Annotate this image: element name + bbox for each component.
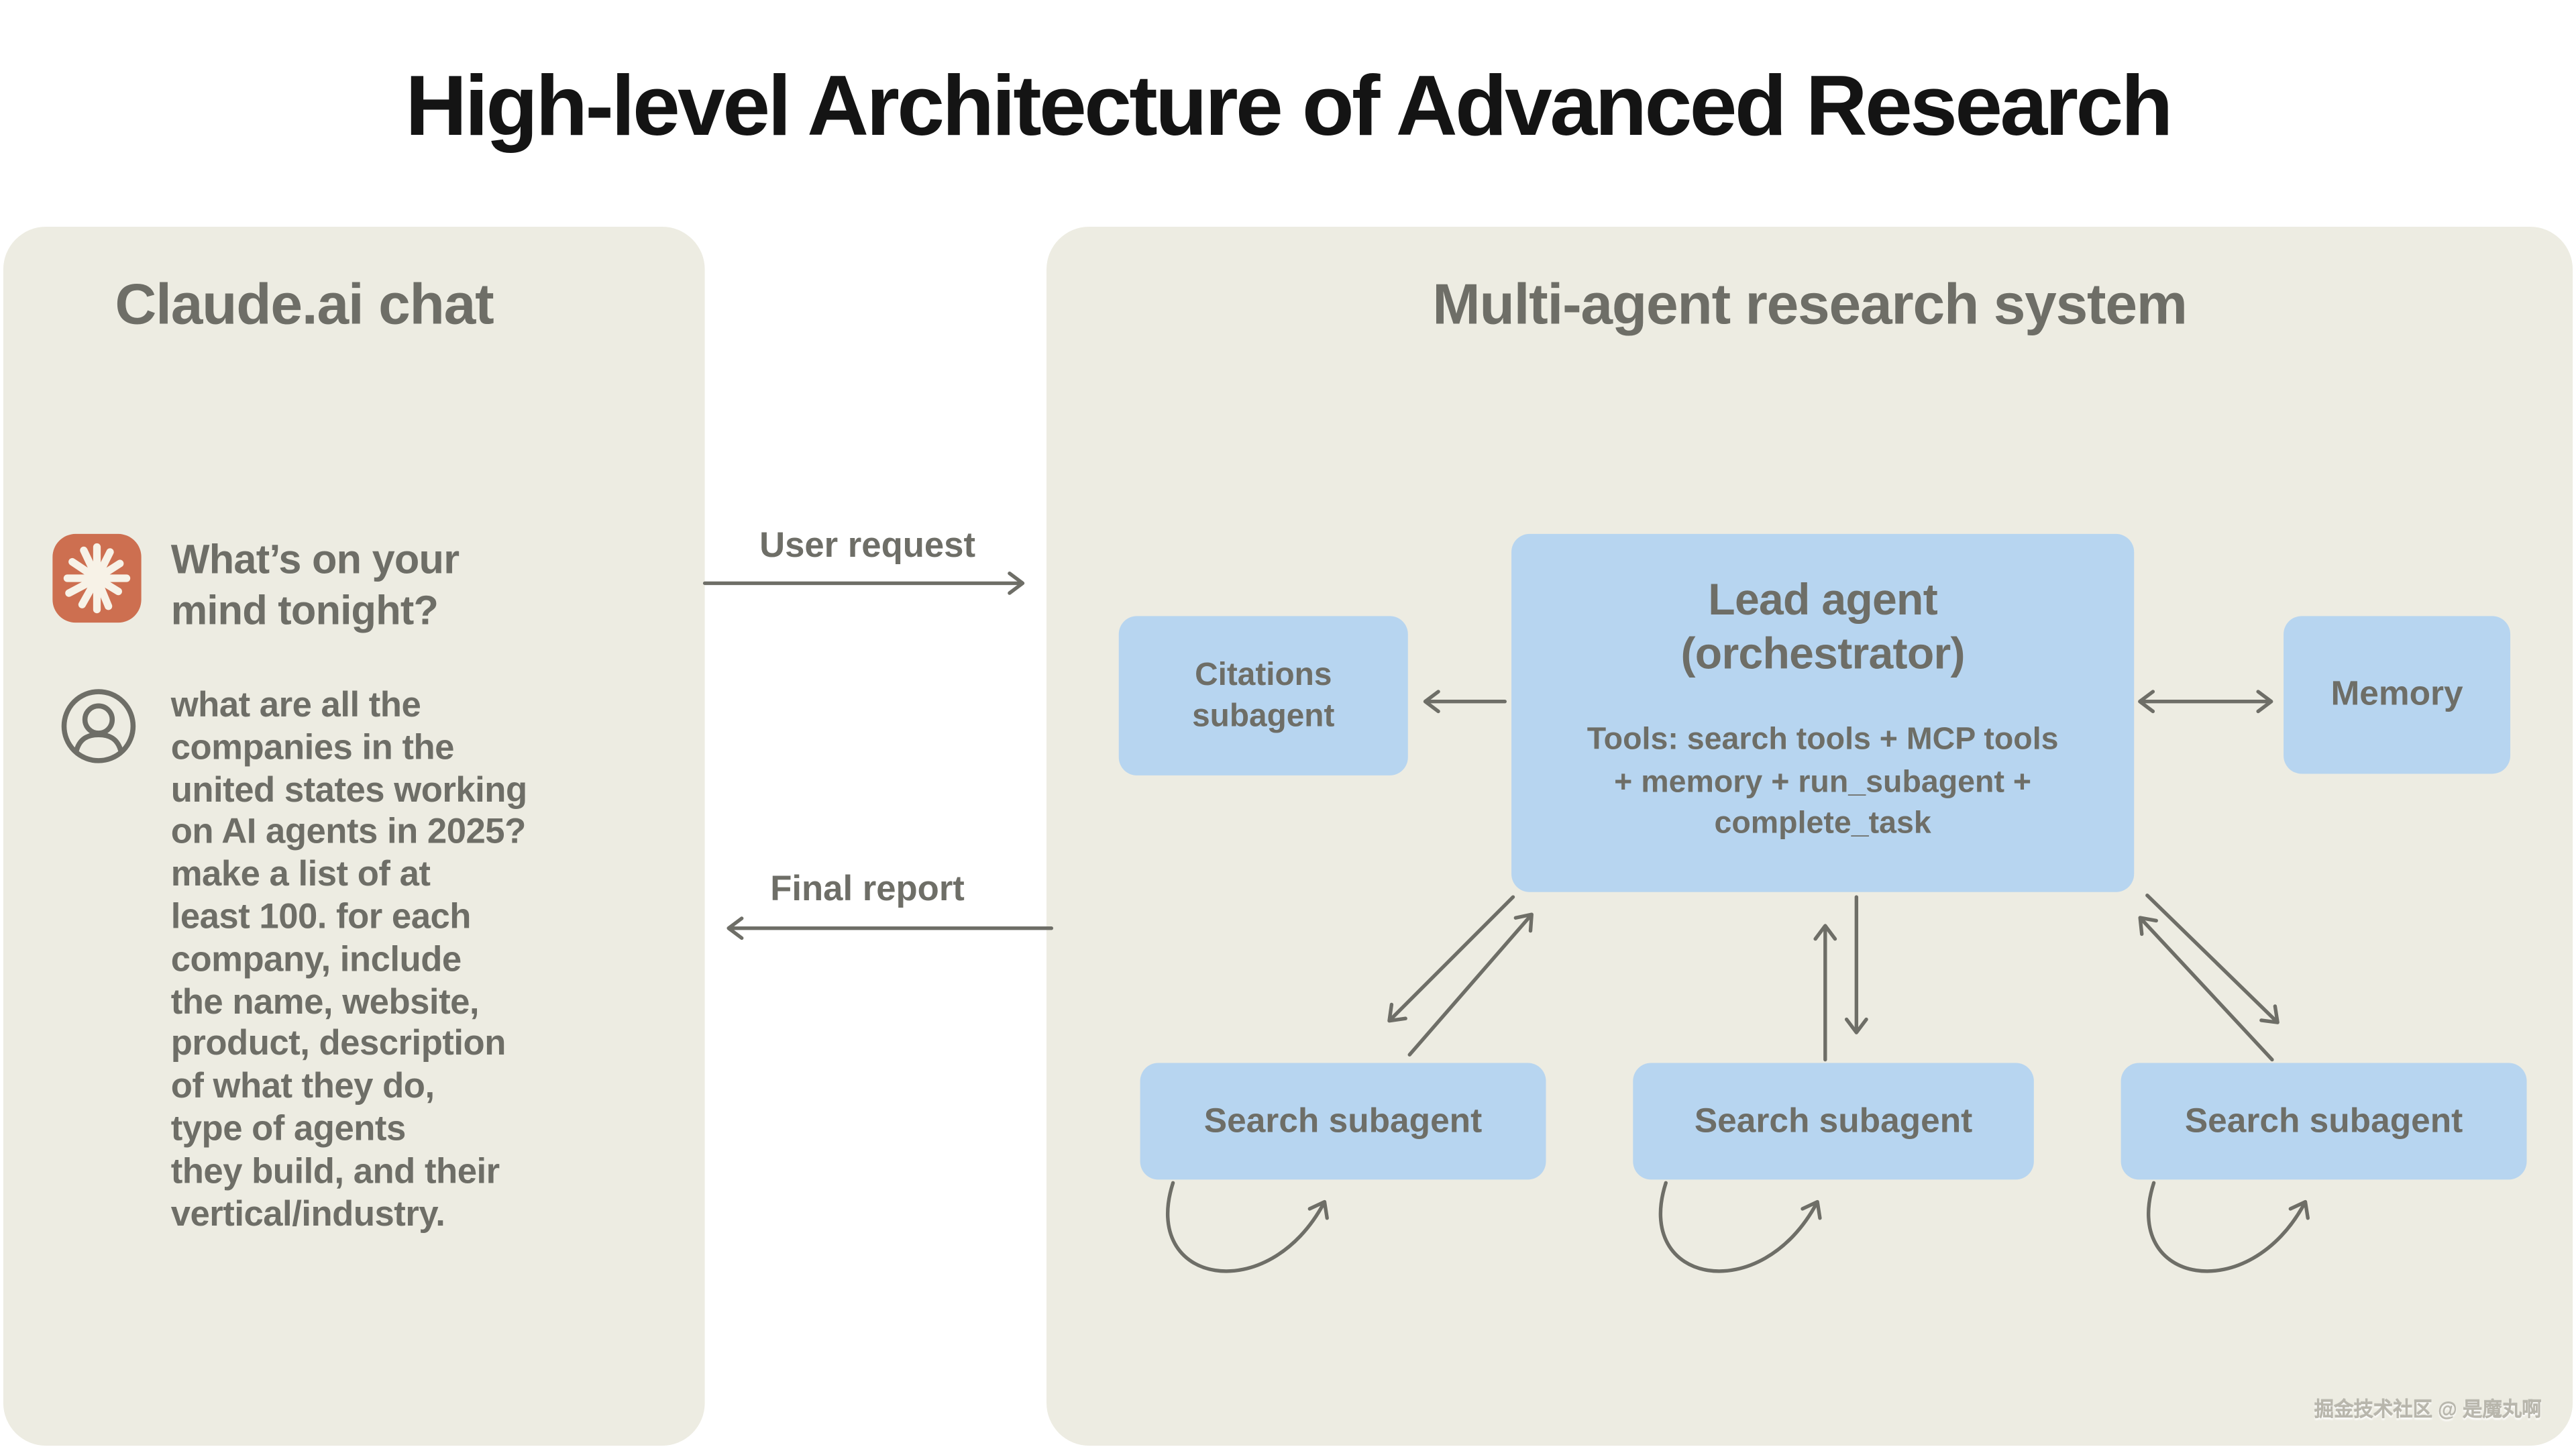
query-line: type of agents [170, 1108, 407, 1148]
lead-title-line: Lead agent [1708, 575, 1937, 625]
search-subagent-node-1: Search subagent [1140, 1063, 1546, 1180]
citations-subagent-node: Citations subagent [1118, 616, 1408, 775]
claude-chat-panel: Claude.ai chat [3, 226, 705, 1446]
lead-agent-title: Lead agent (orchestrator) [1680, 574, 1965, 682]
greeting-text: What’s on your mind tonight? [171, 535, 460, 637]
page-title: High-level Architecture of Advanced Rese… [405, 59, 2173, 155]
query-line: what are all the [170, 685, 421, 725]
greeting-line: What’s on your [170, 537, 460, 584]
query-line: companies in the [170, 727, 455, 767]
search-subagent-label: Search subagent [2184, 1102, 2463, 1140]
claude-starburst-glyph [63, 543, 131, 614]
lead-agent-tools: Tools: search tools + MCP tools + memory… [1587, 720, 2059, 845]
claude-chat-panel-title: Claude.ai chat [115, 272, 494, 337]
query-line: on AI agents in 2025? [170, 812, 527, 852]
query-line: company, include [170, 939, 462, 979]
final-report-label: Final report [770, 869, 965, 909]
search-subagent-label: Search subagent [1203, 1102, 1483, 1140]
greeting-line: mind tonight? [170, 588, 439, 635]
query-line: make a list of at [170, 854, 431, 894]
citations-label-line: subagent [1192, 697, 1335, 734]
query-line: united states working [170, 769, 527, 810]
user-query-text: what are all the companies in the united… [171, 685, 527, 1236]
memory-node: Memory [2284, 616, 2511, 774]
search-subagent-node-2: Search subagent [1633, 1063, 2034, 1180]
query-line: of what they do, [170, 1066, 435, 1106]
lead-agent-node: Lead agent (orchestrator) Tools: search … [1511, 533, 2135, 892]
person-in-circle-icon [59, 687, 138, 766]
search-subagent-label: Search subagent [1694, 1102, 1973, 1140]
lead-tools-line: Tools: search tools + MCP tools [1587, 722, 2059, 757]
lead-title-line: (orchestrator) [1680, 629, 1965, 679]
query-line: vertical/industry. [170, 1193, 445, 1234]
lead-tools-line: + memory + run_subagent + [1614, 765, 2032, 800]
multi-agent-panel-title: Multi-agent research system [1432, 272, 2188, 337]
watermark-text: 掘金技术社区 @ 是魔丸啊 [2314, 1398, 2542, 1421]
query-line: least 100. for each [170, 897, 472, 936]
claude-starburst-icon [52, 533, 142, 623]
lead-tools-line: complete_task [1714, 806, 1931, 841]
query-line: they build, and their [170, 1151, 500, 1191]
memory-label: Memory [2330, 675, 2463, 713]
query-line: product, description [170, 1024, 506, 1064]
citations-label-line: Citations [1195, 656, 1332, 693]
user-request-label: User request [759, 525, 976, 566]
search-subagent-node-3: Search subagent [2121, 1063, 2527, 1180]
query-line: the name, website, [170, 981, 480, 1022]
